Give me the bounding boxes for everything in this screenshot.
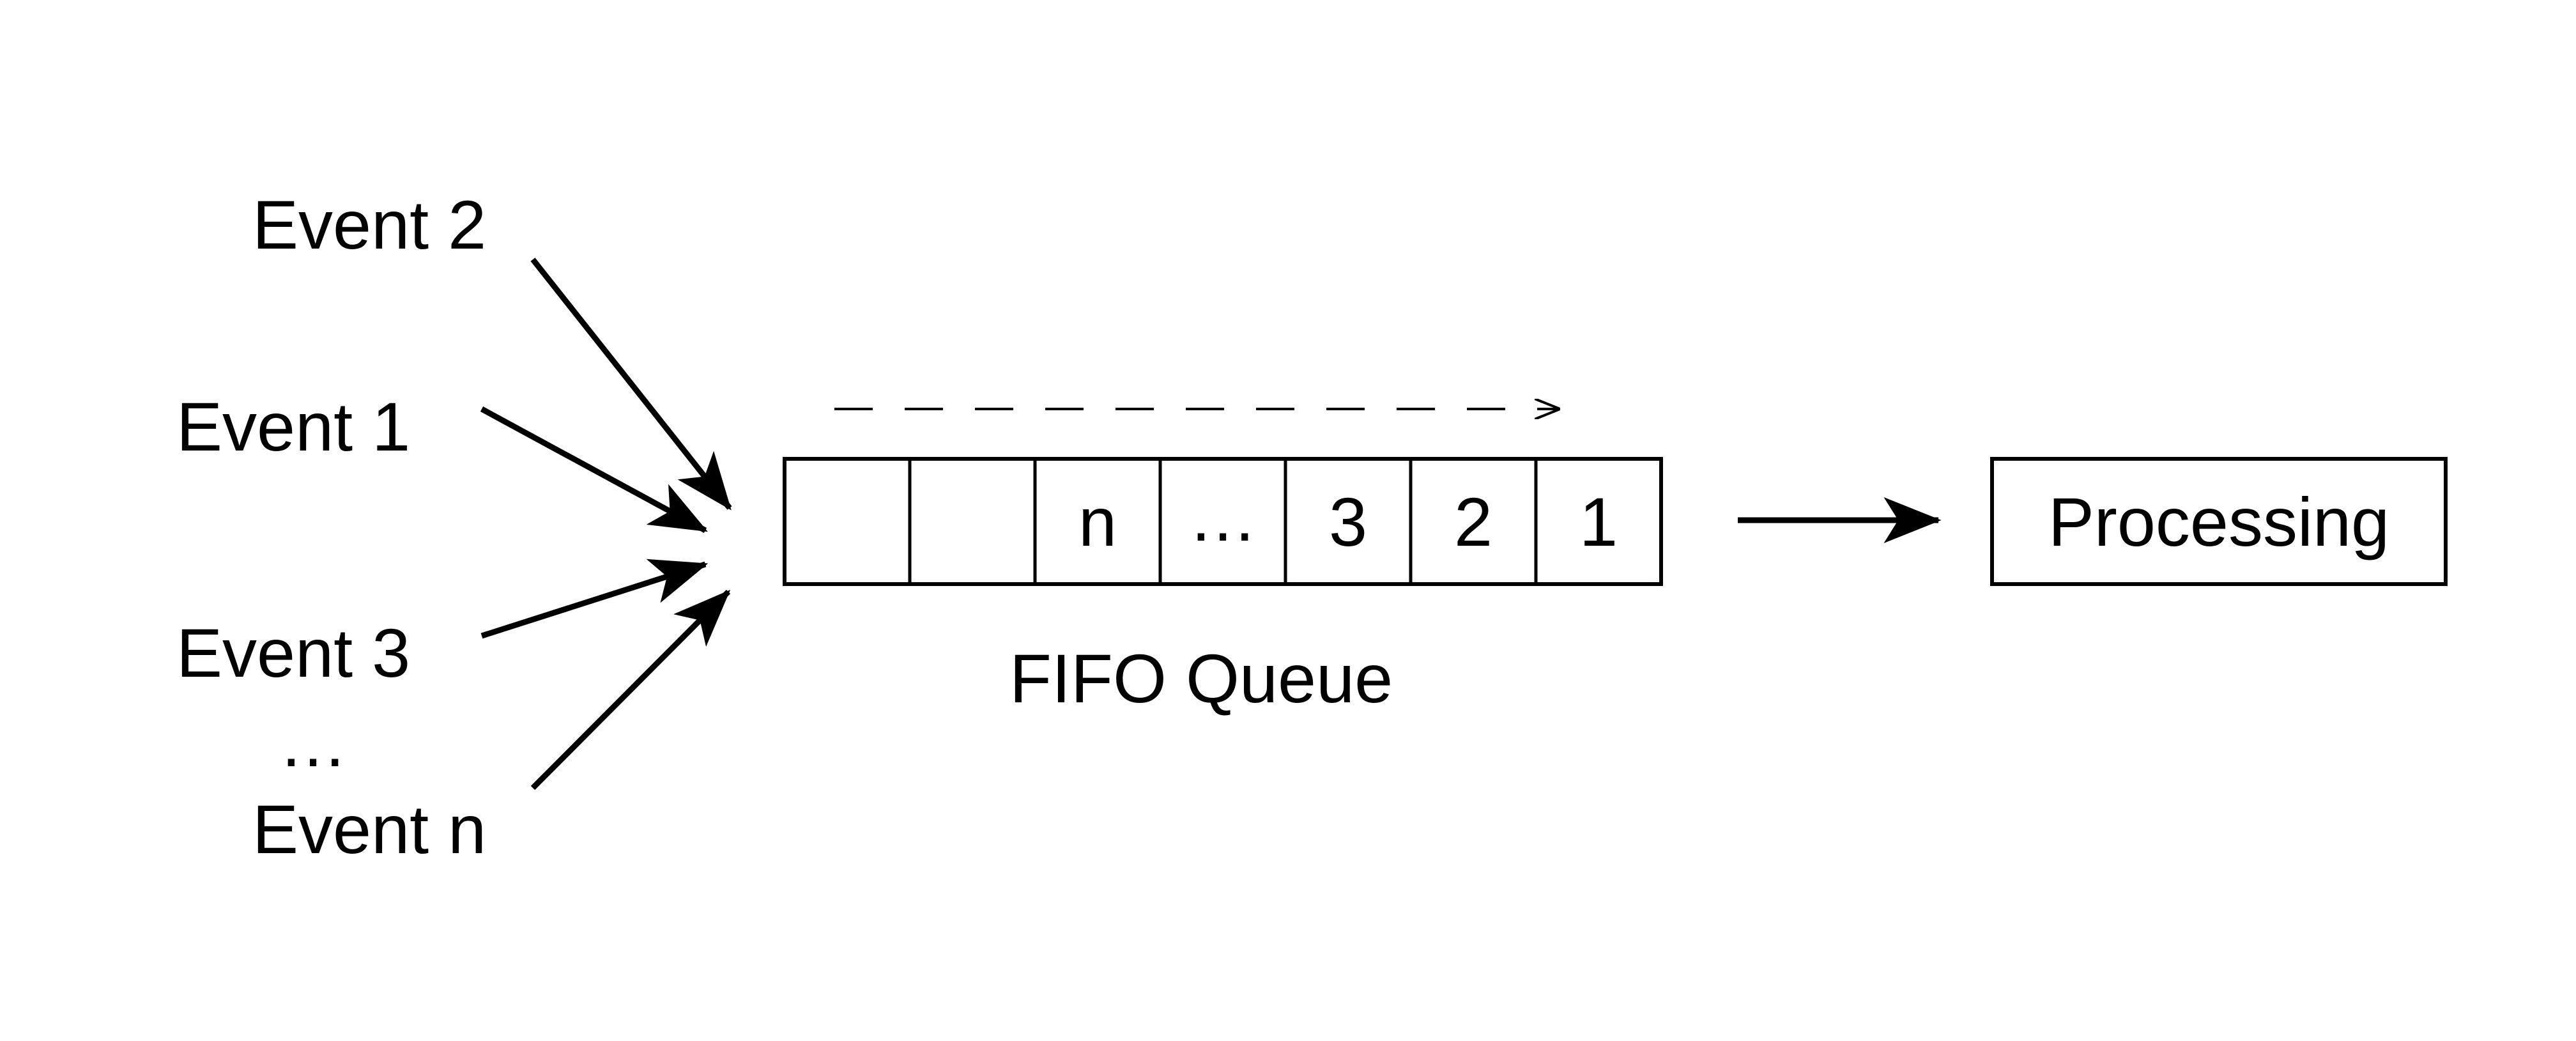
processing-box [1990, 457, 2448, 586]
queue-cell: 1 [1579, 482, 1618, 560]
event-label-2: Event 2 [252, 186, 487, 263]
event-label-3: Event 3 [176, 614, 411, 691]
event-n-arrow [530, 589, 731, 790]
processing-label: Processing [2048, 482, 2390, 560]
queue-cell: n [1078, 482, 1117, 560]
event-label-n: Event n [252, 790, 487, 868]
event-1-arrow [480, 406, 708, 533]
queue-box [783, 457, 1663, 586]
queue-cell [910, 459, 1035, 584]
event-2-arrow [530, 258, 732, 511]
queue-cell: … [1188, 477, 1257, 555]
event-label-1: Event 1 [176, 388, 411, 465]
queue-cell [785, 459, 910, 584]
event-3-arrow [480, 559, 709, 639]
queue-cell: 2 [1453, 482, 1493, 560]
event-ellipsis: … [279, 704, 348, 781]
queue-label: FIFO Queue [1009, 640, 1393, 717]
queue-cell: 3 [1328, 482, 1368, 560]
